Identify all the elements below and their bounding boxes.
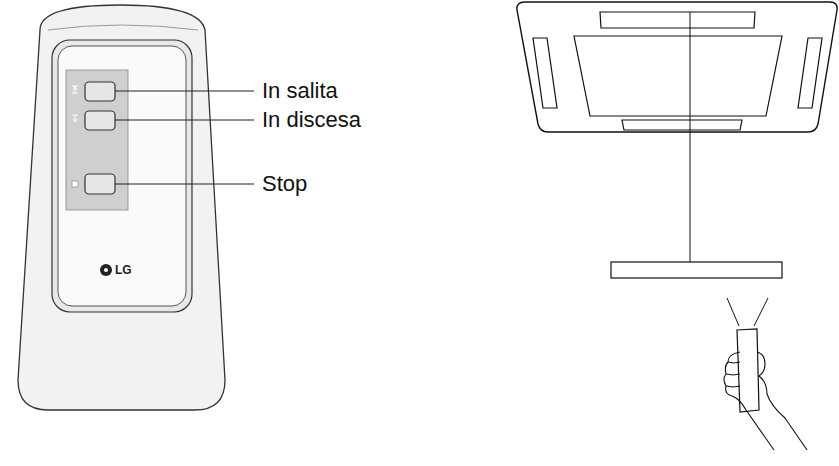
cassette-housing [517, 2, 837, 132]
remote-face-inner [58, 46, 186, 306]
grille [574, 36, 782, 116]
leader-line [115, 184, 254, 185]
hand [724, 352, 807, 450]
down-icon [72, 115, 78, 122]
remote-edge [48, 25, 198, 30]
right-vent [798, 38, 822, 108]
down-button [85, 111, 115, 130]
lg-logo-dot [104, 268, 108, 272]
remote-face [52, 40, 192, 312]
left-vent [533, 38, 557, 108]
leader-line [115, 120, 254, 121]
leader-line [115, 91, 254, 92]
suspension-wire [690, 12, 691, 262]
led [72, 181, 78, 187]
stop-button [85, 174, 115, 194]
lg-logo-mark [100, 264, 112, 276]
button-label: Stop [262, 171, 307, 197]
button-label: In discesa [262, 107, 361, 133]
signal-line [727, 298, 739, 326]
top-vent [600, 12, 755, 28]
hand-remote [737, 329, 759, 412]
lifting-panel [611, 262, 782, 278]
remote-body [18, 5, 225, 410]
brand-logo: LG [115, 263, 132, 277]
button-label: In salita [262, 78, 338, 104]
up-button [85, 82, 115, 101]
signal-line [754, 298, 768, 326]
up-icon [72, 86, 78, 93]
bottom-vent [622, 120, 742, 130]
fingers [726, 362, 740, 387]
